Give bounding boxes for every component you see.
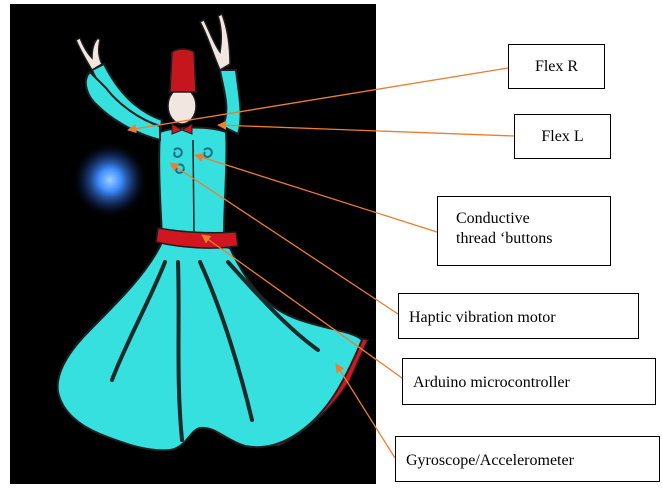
label-text-line1: Conductive xyxy=(456,209,592,229)
label-gyroscope-accelerometer: Gyroscope/Accelerometer xyxy=(395,436,660,482)
label-haptic-vibration-motor: Haptic vibration motor xyxy=(398,293,639,339)
fez-hat xyxy=(170,49,196,92)
label-text: Gyroscope/Accelerometer xyxy=(406,452,574,469)
label-text: Flex L xyxy=(541,128,583,145)
label-text: Arduino microcontroller xyxy=(413,374,570,391)
torso-center-seam xyxy=(193,140,194,234)
label-conductive-thread-buttons: Conductive thread ‘buttons xyxy=(437,196,611,266)
label-text: Flex R xyxy=(535,58,578,75)
label-text-line2: thread ‘buttons xyxy=(456,229,592,249)
label-arduino-microcontroller: Arduino microcontroller xyxy=(402,358,656,405)
blue-glow xyxy=(72,142,148,218)
label-text: Haptic vibration motor xyxy=(409,309,556,326)
label-flex-r: Flex R xyxy=(508,44,605,89)
head xyxy=(168,88,196,124)
label-flex-l: Flex L xyxy=(514,114,611,159)
